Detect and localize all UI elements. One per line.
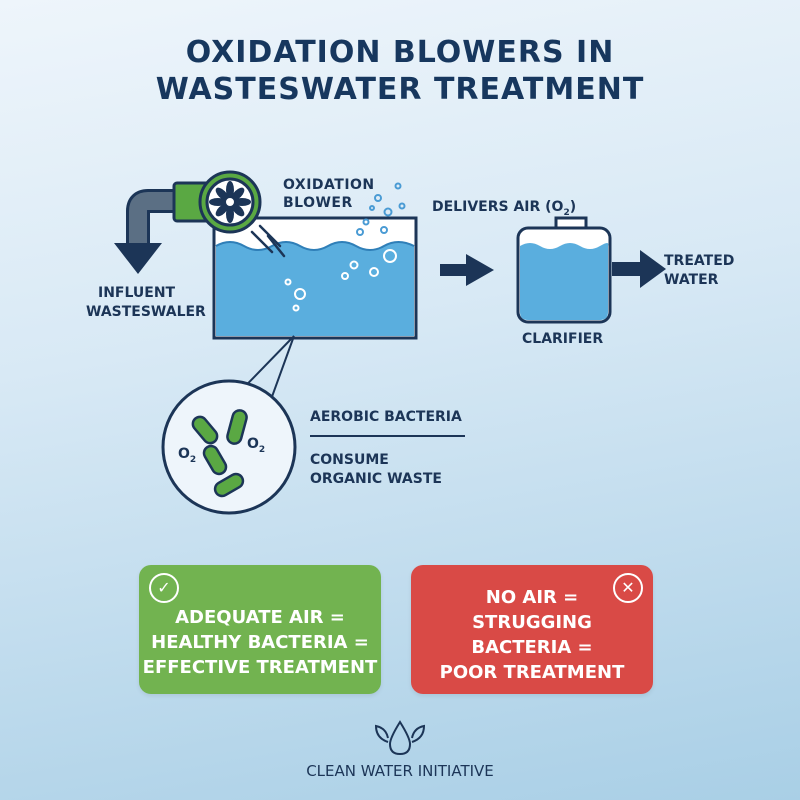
treated-label-line2: WATER	[664, 272, 719, 288]
blower-label-line1: OXIDATION	[283, 177, 375, 193]
aeration-tank	[212, 182, 418, 340]
o2-label-right: O2	[247, 436, 266, 455]
page-title-line1: OXIDATION BLOWERS IN	[185, 35, 615, 70]
good-card-line3: EFFECTIVE TREATMENT	[142, 657, 378, 678]
treated-label-line1: TREATED	[664, 253, 735, 269]
influent-label-line2: WASTESWALER	[86, 304, 206, 320]
treated-water-label: TREATED WATER	[664, 252, 734, 290]
bacteria-callout	[161, 335, 297, 515]
bacteria-icon	[191, 409, 248, 498]
bacteria-desc-line2: ORGANIC WASTE	[310, 471, 442, 487]
influent-label: INFLUENT WASTESWALER	[86, 284, 206, 322]
air-flow-lines	[250, 224, 286, 258]
delivers-air-text: DELIVERS AIR (O	[432, 199, 564, 215]
good-card-line2: HEALTHY BACTERIA =	[151, 632, 369, 653]
bacteria-description: CONSUME ORGANIC WASTE	[310, 451, 442, 489]
water-drop-leaves-icon	[374, 720, 426, 756]
blower-label: OXIDATION BLOWER	[283, 176, 375, 212]
blower-label-line2: BLOWER	[283, 195, 353, 211]
delivers-air-subscript: 2	[563, 207, 570, 218]
delivers-air-label: DELIVERS AIR (O2)	[432, 198, 576, 222]
treated-water-arrow-icon	[612, 250, 666, 288]
no-air-card: ✕ NO AIR = STRUGGING BACTERIA = POOR TRE…	[411, 565, 653, 694]
rising-bubbles	[356, 182, 406, 236]
adequate-air-card: ✓ ADEQUATE AIR = HEALTHY BACTERIA = EFFE…	[139, 565, 381, 694]
oxidation-blower	[172, 170, 262, 234]
check-icon: ✓	[149, 573, 179, 603]
clarifier-tank	[516, 216, 612, 324]
air-bubbles	[284, 249, 397, 312]
good-card-line1: ADEQUATE AIR =	[175, 607, 345, 628]
bad-card-line4: POOR TREATMENT	[439, 662, 625, 683]
influent-pipe	[114, 189, 176, 274]
delivers-air-close: )	[569, 199, 577, 215]
o2-label-left: O2	[178, 446, 197, 465]
influent-label-line1: INFLUENT	[98, 285, 176, 301]
close-icon: ✕	[613, 573, 643, 603]
bacteria-title: AEROBIC BACTERIA	[310, 409, 462, 425]
bad-card-line2: STRUGGING	[472, 612, 592, 633]
footer-org-name: CLEAN WATER INITIATIVE	[306, 762, 494, 780]
page-title-line2: WASTESWATER TREATMENT	[155, 72, 645, 107]
bad-card-line3: BACTERIA =	[471, 637, 593, 658]
flow-arrow-icon	[440, 254, 494, 286]
bad-card-line1: NO AIR =	[485, 587, 579, 608]
influent-arrow-icon	[114, 243, 162, 274]
bacteria-desc-line1: CONSUME	[310, 452, 389, 468]
clarifier-label: CLARIFIER	[522, 331, 604, 347]
fan-icon	[209, 181, 251, 223]
